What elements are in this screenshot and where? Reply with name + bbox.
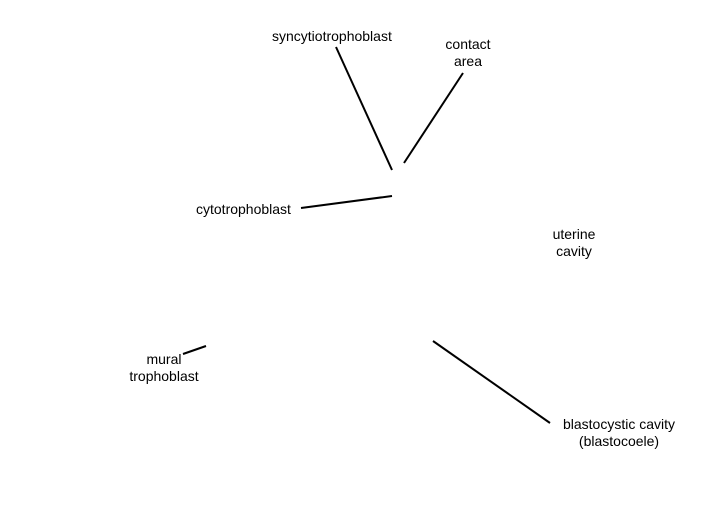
leader-line-contact-area [403, 72, 464, 164]
label-uterine-cavity-line1: uterine [552, 226, 596, 242]
leader-line-cytotrophoblast [300, 195, 393, 209]
leader-line-mural-trophoblast [182, 345, 207, 355]
label-contact-area-line2: area [453, 53, 483, 69]
label-contact-area-line1: contact [445, 36, 491, 52]
label-contact-area: contact area [438, 36, 498, 70]
label-mural-trophoblast-line2: trophoblast [129, 368, 199, 384]
label-uterine-cavity-line2: cavity [556, 243, 592, 259]
label-blastocystic-cavity-line2: (blastocoele) [578, 433, 660, 449]
label-syncytiotrophoblast: syncytiotrophoblast [272, 28, 392, 45]
label-cytotrophoblast: cytotrophoblast [196, 201, 291, 218]
label-cytotrophoblast-text: cytotrophoblast [196, 201, 291, 217]
leader-line-syncytiotrophoblast [335, 46, 393, 171]
label-syncytiotrophoblast-text: syncytiotrophoblast [272, 28, 392, 44]
label-mural-trophoblast: mural trophoblast [112, 351, 216, 385]
label-blastocystic-cavity-line1: blastocystic cavity [562, 416, 676, 432]
leader-line-blastocystic-cavity [432, 340, 551, 424]
label-mural-trophoblast-line1: mural [146, 351, 182, 367]
label-blastocystic-cavity: blastocystic cavity (blastocoele) [549, 416, 689, 450]
label-uterine-cavity: uterine cavity [544, 226, 604, 260]
